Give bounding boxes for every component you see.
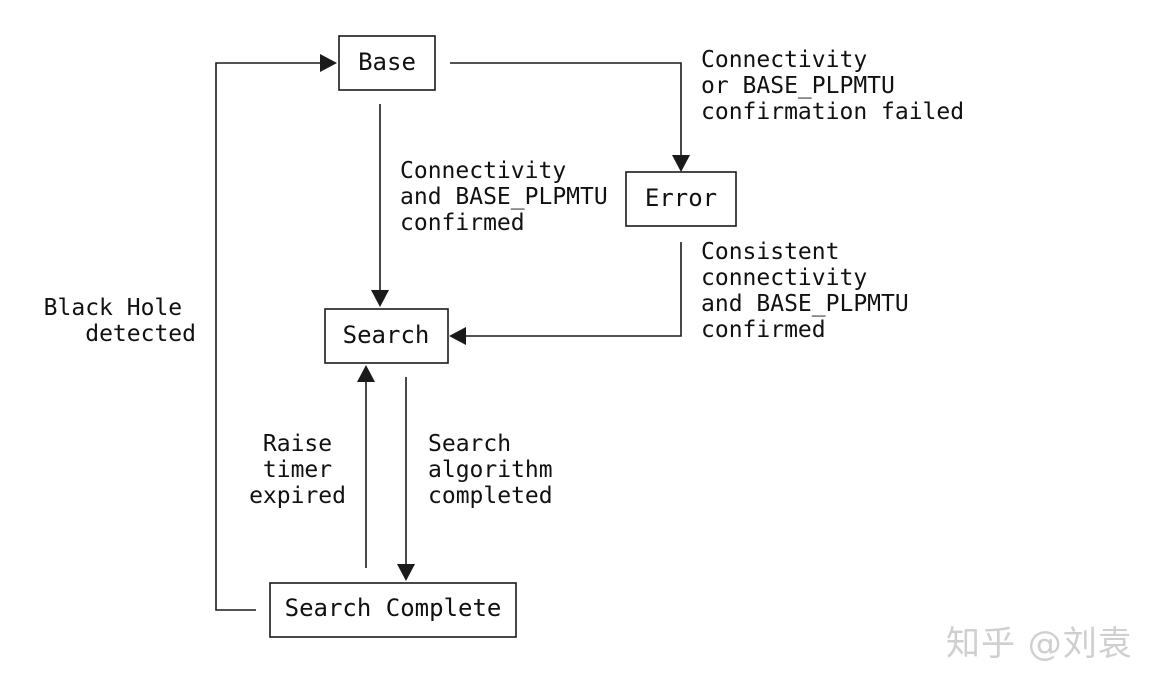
label-error-to-search: Consistent connectivity and BASE_PLPMTU … [701,239,923,343]
state-error-label: Error [645,184,717,212]
arrowhead-down [397,564,415,581]
edge-search-complete-to-base [215,54,337,611]
state-search-complete: Search Complete [269,582,517,638]
arrowhead-up [357,365,375,382]
edge-search-to-search-complete [397,377,415,581]
edge-search-complete-to-search [357,365,375,568]
state-search-complete-label: Search Complete [285,594,502,622]
label-search-complete-to-search: Raise timer expired [249,431,346,509]
edge-base-to-error [450,62,690,172]
state-search-label: Search [343,321,430,349]
label-search-complete-to-base: Black Hole detected [44,295,196,347]
state-base: Base [338,35,436,91]
label-base-to-search: Connectivity and BASE_PLPMTU confirmed [400,158,622,236]
arrowhead-right [320,54,337,72]
state-error: Error [625,171,737,227]
edge-error-to-search [449,242,682,345]
arrowhead-down [672,155,690,172]
edge-base-to-search [371,104,389,307]
state-search: Search [324,308,449,364]
watermark: 知乎 @刘袁 [946,624,1133,664]
label-base-to-error: Connectivity or BASE_PLPMTU confirmation… [701,47,964,125]
arrowhead-left [449,327,466,345]
arrowhead-down [371,290,389,307]
state-base-label: Base [358,48,416,76]
label-search-to-search-complete: Search algorithm completed [428,431,566,509]
